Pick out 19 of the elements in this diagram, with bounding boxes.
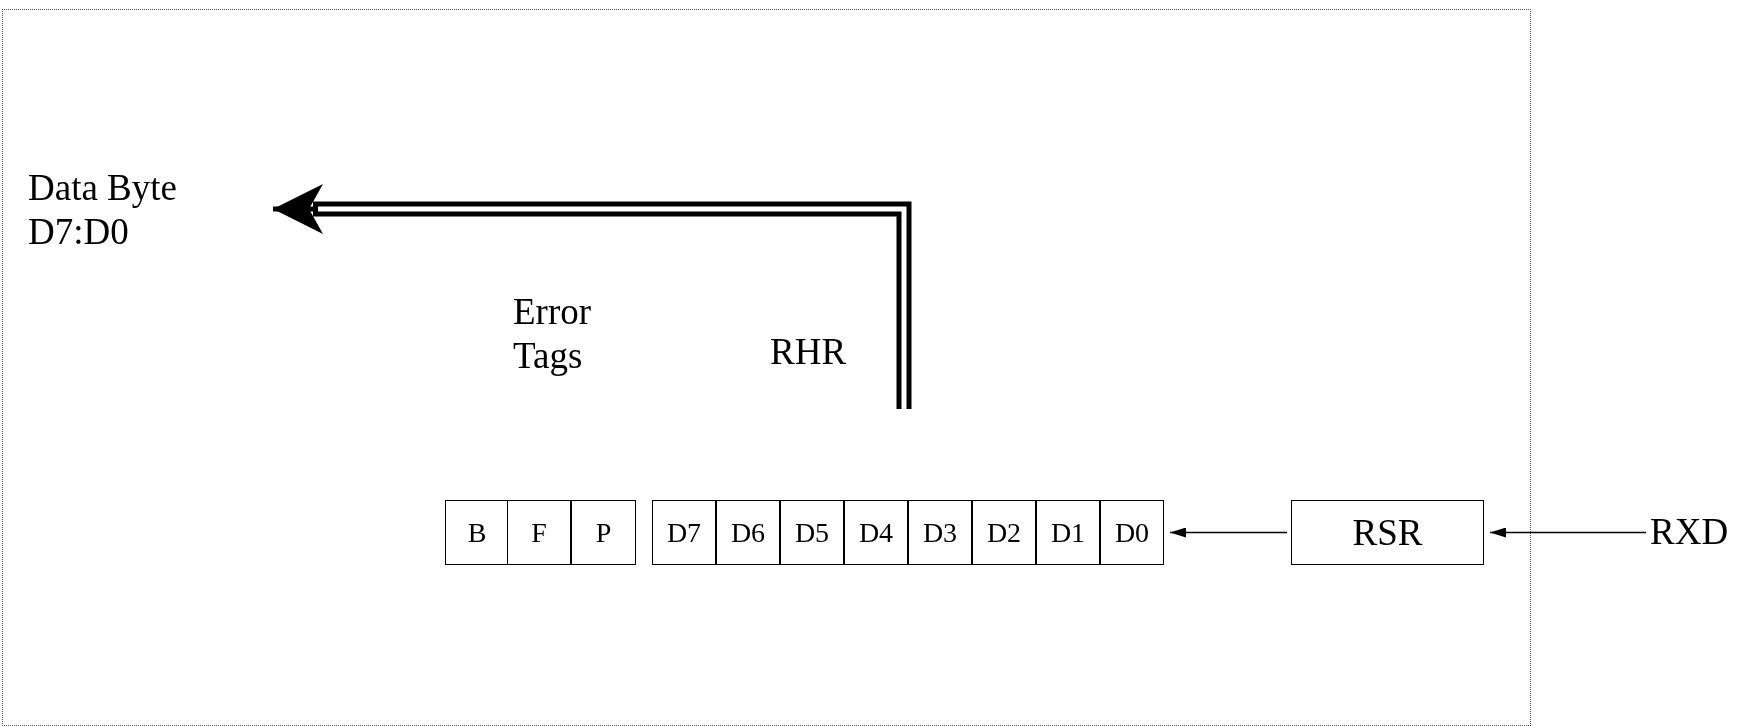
register-bit-cell: D7 — [652, 500, 716, 565]
register-bit-cell: D4 — [844, 500, 908, 565]
register-bit-cell: D3 — [908, 500, 972, 565]
arrow — [1169, 527, 1288, 538]
register-bit-cell: B — [445, 500, 509, 565]
signal-label: Data Byte D7:D0 — [28, 160, 238, 260]
register-bit-cell: D5 — [780, 500, 844, 565]
group-label: Error Tags — [513, 290, 593, 379]
signal-label: RXD — [1650, 505, 1750, 560]
register-bit-cell: P — [571, 500, 636, 565]
register-bit-cell: D6 — [716, 500, 780, 565]
register-bit-cell: D2 — [972, 500, 1036, 565]
bus-arrow — [270, 184, 912, 412]
register-bit-cell: D0 — [1100, 500, 1164, 565]
register-box: RSR — [1291, 500, 1484, 565]
register-bit-cell: D1 — [1036, 500, 1100, 565]
arrow — [1489, 527, 1647, 538]
edge-label: RHR — [770, 330, 847, 374]
register-bit-cell: F — [507, 500, 571, 565]
